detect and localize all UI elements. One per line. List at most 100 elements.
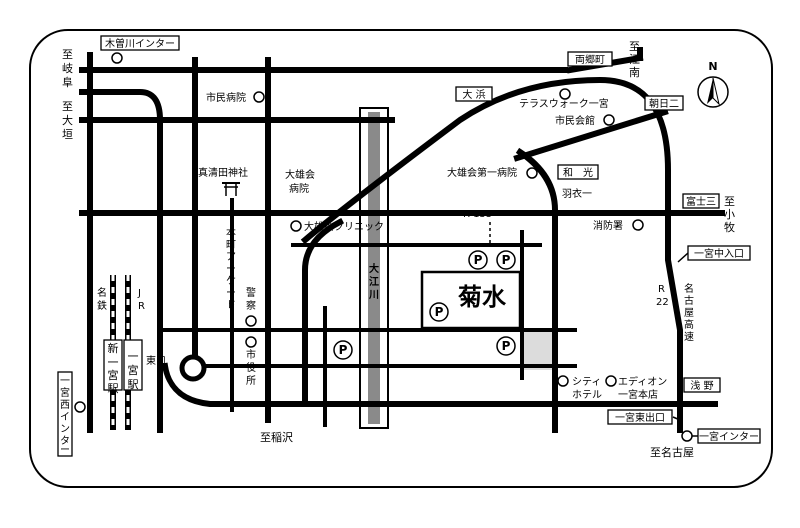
svg-text:ア: ア <box>226 252 236 263</box>
asahi2-label: 朝日二 <box>649 98 679 110</box>
svg-text:N: N <box>708 60 717 73</box>
svg-text:小: 小 <box>724 208 735 221</box>
svg-text:警: 警 <box>246 286 256 299</box>
daiyukai-1-label: 大雄会第一病院 <box>447 166 517 179</box>
east-exit-label: 東口 <box>146 354 166 367</box>
dir-konan: 至 <box>629 40 640 53</box>
ryogocho-label: 両郷町 <box>575 54 605 66</box>
daiyukai-hospital-label-2: 病院 <box>289 182 309 195</box>
svg-text:高: 高 <box>684 318 694 331</box>
station-label-2: 一 <box>128 350 139 363</box>
destination-name: 菊水 <box>458 283 507 311</box>
svg-text:ケ: ケ <box>226 275 236 287</box>
civic-hall-marker <box>603 114 615 126</box>
parking-icon: P <box>468 250 488 270</box>
map-frame <box>29 29 773 488</box>
parking-icon: P <box>496 336 516 356</box>
daiyukai-clinic-label: 大雄会クリニック <box>304 220 384 233</box>
meishin-label: 名 古 屋 高 速 <box>684 282 694 343</box>
parking-icon: P <box>429 302 449 322</box>
road-main-curve <box>300 76 683 433</box>
daiyukai-clinic-marker <box>290 220 302 232</box>
svg-text:宮: 宮 <box>128 363 139 377</box>
svg-text:宮: 宮 <box>60 386 70 399</box>
svg-text:本: 本 <box>226 226 236 239</box>
city-hotel-marker <box>557 375 569 387</box>
hagoromo1-label: 羽衣一 <box>562 187 592 200</box>
svg-text:ン: ン <box>60 424 70 435</box>
meitetsu-label: 名 鉄 <box>97 286 107 312</box>
city-hospital-label: 市民病院 <box>206 91 246 104</box>
parking-icon: P <box>333 340 353 360</box>
city-hotel-label-2: ホテル <box>572 389 602 401</box>
road-wako-asahi <box>513 108 669 162</box>
daiyukai-1-marker <box>526 167 538 179</box>
building-block <box>522 332 552 370</box>
ichinomiya-station <box>123 339 143 391</box>
terrace-walk-marker <box>559 88 571 100</box>
svg-text:古: 古 <box>684 294 694 307</box>
police-label: 警 察 <box>246 286 256 312</box>
svg-text:駅: 駅 <box>128 378 139 391</box>
svg-text:駅: 駅 <box>108 382 119 395</box>
svg-text:大: 大 <box>369 262 379 275</box>
city-office-label: 市 役 所 <box>246 348 256 387</box>
terrace-walk-label: テラスウォーク一宮 <box>519 97 609 110</box>
shrine-icon <box>222 182 240 196</box>
fire-station-marker <box>632 219 644 231</box>
police-marker <box>245 315 257 327</box>
svg-text:一: 一 <box>108 356 119 369</box>
svg-text:江: 江 <box>629 53 640 66</box>
naka-pointer <box>677 252 689 263</box>
r155-label: R 155 <box>463 209 492 220</box>
higashi-pointer <box>672 416 681 421</box>
svg-text:P: P <box>339 343 348 357</box>
svg-text:P: P <box>502 339 511 353</box>
kisogawa-ic-label: 木曽川インター <box>105 37 175 50</box>
svg-text:P: P <box>435 305 444 319</box>
north-arrow-icon: N <box>697 60 729 108</box>
svg-text:南: 南 <box>629 66 640 79</box>
svg-text:岐: 岐 <box>62 62 73 75</box>
dir-inazawa: 至稲沢 <box>260 430 293 444</box>
svg-text:22: 22 <box>656 297 669 308</box>
jr-label: J R <box>137 288 145 312</box>
city-hotel-label-1: シティ <box>572 377 601 388</box>
dir-nagoya: 至名古屋 <box>650 445 694 459</box>
svg-text:鉄: 鉄 <box>97 299 107 312</box>
svg-text:垣: 垣 <box>62 128 73 141</box>
ichinomiya-ic-marker <box>681 430 693 442</box>
svg-text:ド: ド <box>226 300 236 311</box>
road-meitetsu-side <box>79 89 163 433</box>
aeon-label-1: エディオン <box>618 375 667 388</box>
svg-text:宮: 宮 <box>108 368 119 382</box>
svg-text:ー: ー <box>226 264 236 275</box>
svg-text:R: R <box>138 301 145 312</box>
parking-icon: P <box>496 250 516 270</box>
r22-label: R 22 <box>656 284 669 308</box>
svg-text:速: 速 <box>684 331 694 343</box>
ohama-label: 大 浜 <box>462 88 485 101</box>
ichinomiya-naka-label: 一宮中入口 <box>694 247 744 260</box>
svg-text:役: 役 <box>246 361 256 374</box>
svg-text:ー: ー <box>60 445 70 456</box>
svg-text:所: 所 <box>246 375 256 387</box>
city-hospital-marker <box>253 91 265 103</box>
kisogawa-marker <box>111 52 123 64</box>
svg-text:川: 川 <box>368 289 379 301</box>
masumida-label: 真清田神社 <box>198 166 248 179</box>
dir-ogaki: 至 <box>62 100 73 113</box>
svg-text:江: 江 <box>369 275 379 288</box>
aeon-label-2: 一宮本店 <box>618 388 658 401</box>
svg-text:大: 大 <box>62 113 73 127</box>
svg-text:名: 名 <box>97 286 107 299</box>
honmachi-arcade-label: 本 町 ア ー ケ ー ド <box>226 226 236 311</box>
svg-text:P: P <box>502 253 511 267</box>
svg-text:牧: 牧 <box>724 220 735 234</box>
svg-text:一: 一 <box>60 376 70 387</box>
fujimi3-label: 富士三 <box>686 195 716 208</box>
svg-text:屋: 屋 <box>684 307 694 319</box>
ichinomiya-higashi-label: 一宮東出口 <box>615 411 665 424</box>
svg-text:タ: タ <box>60 435 70 447</box>
